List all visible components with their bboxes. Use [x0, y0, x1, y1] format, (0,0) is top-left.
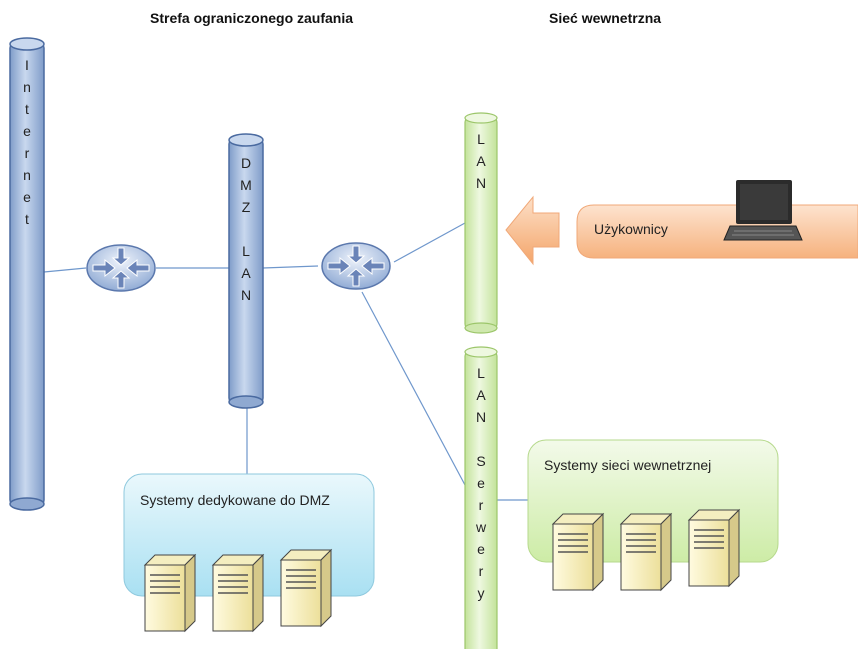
pipe-letter: D: [240, 155, 252, 171]
laptop-icon: [723, 180, 803, 241]
pipe-letter: [229, 218, 263, 240]
pipe-letter: L: [477, 365, 485, 381]
pipe-letter: A: [476, 153, 486, 169]
router-icon: [321, 242, 391, 290]
pipe-letter: L: [477, 131, 485, 147]
lan-servers-pipe: [464, 346, 498, 649]
dmz-systems-label: Systemy dedykowane do DMZ: [140, 492, 330, 508]
server-icon: [620, 513, 672, 591]
pipe-letter: r: [24, 145, 30, 161]
server-icon: [144, 554, 196, 632]
pipe-letter: N: [475, 175, 487, 191]
users-label: Użykownicy: [594, 221, 668, 237]
pipe-letter: w: [475, 519, 487, 535]
connection-lines: [43, 222, 528, 501]
pipe-letter: I: [25, 57, 29, 73]
lan-pipe: [464, 112, 498, 334]
pipe-letter: N: [475, 409, 487, 425]
pipe-letter: n: [23, 79, 31, 95]
pipe-letter: e: [477, 541, 485, 557]
heading-dmz-zone: Strefa ograniczonego zaufania: [150, 10, 354, 26]
router-icon: [86, 244, 156, 292]
pipe-letter: [465, 428, 497, 450]
pipe-letter: Z: [241, 199, 251, 215]
pipe-letter: t: [25, 211, 29, 227]
dmz-lan-pipe: [228, 133, 264, 409]
pipe-letter: e: [23, 123, 31, 139]
pipe-letter: e: [477, 475, 485, 491]
pipe-letter: S: [476, 453, 486, 469]
pipe-letter: A: [476, 387, 486, 403]
server-icon: [552, 513, 604, 591]
pipe-letter: r: [478, 497, 484, 513]
pipe-letter: N: [240, 287, 252, 303]
internet-pipe: [9, 37, 45, 511]
pipe-letter: L: [242, 243, 250, 259]
server-icon: [280, 549, 332, 627]
heading-internal-network: Sieć wewnetrzna: [549, 10, 662, 26]
pipe-letter: M: [240, 177, 252, 193]
arrow-left-icon: [505, 195, 560, 266]
pipe-letter: t: [25, 101, 29, 117]
server-icon: [212, 554, 264, 632]
pipe-letter: A: [241, 265, 251, 281]
pipe-letter: e: [23, 189, 31, 205]
pipe-letter: y: [477, 585, 485, 601]
pipe-letter: r: [478, 563, 484, 579]
server-icon: [688, 509, 740, 587]
pipe-letter: n: [23, 167, 31, 183]
internal-systems-label: Systemy sieci wewnetrznej: [544, 457, 712, 473]
